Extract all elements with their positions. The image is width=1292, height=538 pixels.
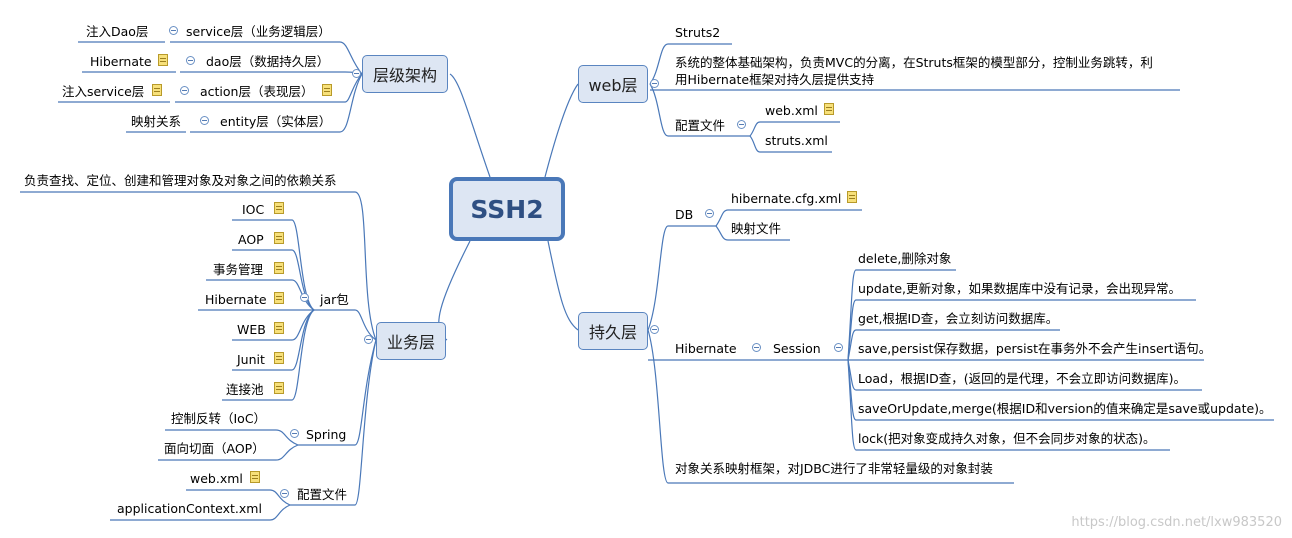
note-icon[interactable] [274,262,284,274]
db-item[interactable]: 映射文件 [731,221,782,236]
web-config-item[interactable]: struts.xml [765,133,828,148]
session-item[interactable]: lock(把对象变成持久对象，但不会同步对象的状态)。 [858,431,1156,446]
session-item[interactable]: save,persist保存数据，persist在事务外不会产生insert语句… [858,341,1212,356]
web-desc-line1[interactable]: 系统的整体基础架构，负责MVC的分离，在Struts框架的模型部分，控制业务跳转… [675,55,1153,70]
db-label[interactable]: DB [675,207,694,222]
session-item[interactable]: update,更新对象，如果数据库中没有记录，会出现异常。 [858,281,1182,296]
layer-entity[interactable]: entity层（实体层） [220,114,332,129]
branch-persistence[interactable]: 持久层 [578,312,648,350]
collapse-icon[interactable] [186,56,195,65]
collapse-icon[interactable] [280,489,289,498]
note-icon[interactable] [274,292,284,304]
note-icon[interactable] [824,103,834,115]
collapse-icon[interactable] [169,26,178,35]
note-icon[interactable] [158,54,168,66]
collapse-icon[interactable] [752,343,761,352]
note-icon[interactable] [274,322,284,334]
collapse-icon[interactable] [737,120,746,129]
jar-item[interactable]: 连接池 [226,382,264,397]
session-item[interactable]: saveOrUpdate,merge(根据ID和version的值来确定是sav… [858,401,1272,416]
note-icon[interactable] [152,84,162,96]
note-icon[interactable] [274,382,284,394]
collapse-icon[interactable] [300,293,309,302]
note-icon[interactable] [250,471,260,483]
spring-label[interactable]: Spring [306,427,347,442]
jar-item[interactable]: Junit [237,352,265,367]
collapse-icon[interactable] [705,209,714,218]
jar-item[interactable]: 事务管理 [213,262,264,277]
watermark: https://blog.csdn.net/lxw983520 [1071,515,1282,530]
layer-service[interactable]: service层（业务逻辑层） [186,24,331,39]
jar-label[interactable]: jar包 [320,292,349,307]
session-item[interactable]: delete,删除对象 [858,251,952,266]
layer-note-action: 注入service层 [62,84,145,99]
session-label[interactable]: Session [773,341,821,356]
business-config-item[interactable]: web.xml [190,471,243,486]
layer-note-service: 注入Dao层 [86,24,149,39]
jar-item[interactable]: Hibernate [205,292,267,307]
collapse-icon[interactable] [180,86,189,95]
collapse-icon[interactable] [650,325,659,334]
business-config-item[interactable]: applicationContext.xml [117,501,262,516]
layer-note-dao: Hibernate [90,54,152,69]
branch-business[interactable]: 业务层 [376,322,446,360]
collapse-icon[interactable] [352,69,361,78]
collapse-icon[interactable] [650,79,659,88]
collapse-icon[interactable] [200,116,209,125]
web-config-item[interactable]: web.xml [765,103,818,118]
note-icon[interactable] [274,232,284,244]
note-icon[interactable] [322,84,332,96]
layer-action[interactable]: action层（表现层） [200,84,314,99]
db-item[interactable]: hibernate.cfg.xml [731,191,842,206]
collapse-icon[interactable] [364,335,373,344]
web-desc-line2[interactable]: 用Hibernate框架对持久层提供支持 [675,72,875,87]
business-description[interactable]: 负责查找、定位、创建和管理对象及对象之间的依赖关系 [24,173,337,188]
web-config-label[interactable]: 配置文件 [675,118,726,133]
session-item[interactable]: get,根据ID查，会立刻访问数据库。 [858,311,1059,326]
collapse-icon[interactable] [834,343,843,352]
note-icon[interactable] [274,352,284,364]
web-struts[interactable]: Struts2 [675,25,721,40]
jar-item[interactable]: AOP [238,232,264,247]
jar-item[interactable]: IOC [242,202,265,217]
layer-note-entity: 映射关系 [131,114,182,129]
spring-item[interactable]: 面向切面（AOP） [164,441,265,456]
spring-item[interactable]: 控制反转（IoC） [171,411,267,426]
branch-layers[interactable]: 层级架构 [362,55,448,93]
orm-description[interactable]: 对象关系映射框架，对JDBC进行了非常轻量级的对象封装 [675,461,993,476]
note-icon[interactable] [274,202,284,214]
jar-item[interactable]: WEB [237,322,266,337]
note-icon[interactable] [847,191,857,203]
hibernate-label[interactable]: Hibernate [675,341,737,356]
layer-dao[interactable]: dao层（数据持久层） [206,54,330,69]
business-config-label[interactable]: 配置文件 [297,487,348,502]
branch-web[interactable]: web层 [578,65,648,103]
collapse-icon[interactable] [290,429,299,438]
root-node[interactable]: SSH2 [449,177,565,241]
session-item[interactable]: Load，根据ID查，(返回的是代理，不会立即访问数据库)。 [858,371,1187,386]
